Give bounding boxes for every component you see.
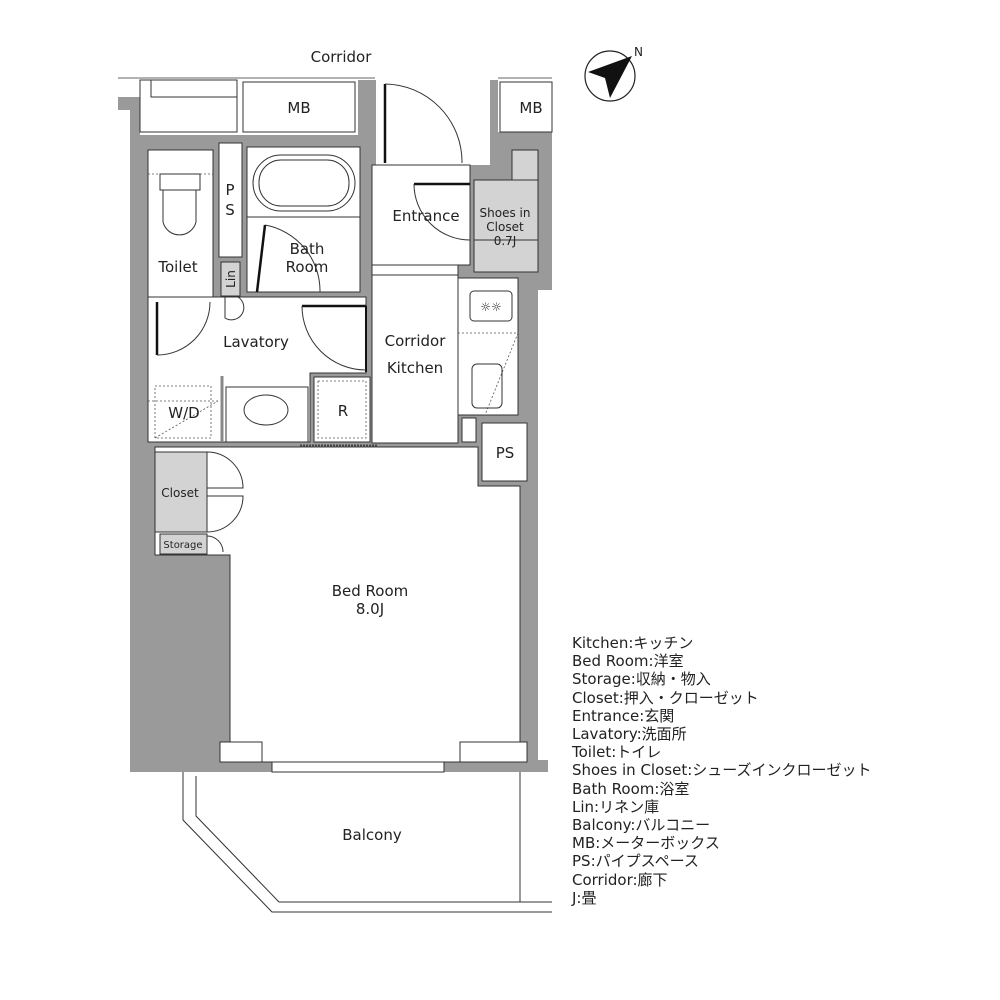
corridor-kitchen-label-1: Corridor	[385, 332, 447, 350]
shoes-closet-upper	[511, 149, 539, 181]
closet	[154, 451, 208, 533]
pipe-space-right	[481, 422, 528, 482]
compass-north-label: N	[634, 45, 643, 59]
legend-item: MB:メーターボックス	[572, 834, 720, 853]
ps-label-s: S	[225, 201, 235, 219]
refrigerator-label: R	[338, 402, 348, 420]
shoes-in-closet	[473, 179, 539, 273]
legend-item: PS:パイプスペース	[572, 852, 699, 871]
storage	[159, 533, 208, 555]
corridor-kitchen-label-2: Kitchen	[387, 359, 443, 377]
toilet-tank	[159, 173, 201, 191]
lin-label: Lin	[224, 270, 238, 288]
kitchen-counter	[457, 277, 519, 416]
bath-label-2: Room	[286, 258, 329, 276]
balcony-window[interactable]	[271, 761, 445, 773]
legend-item: Shoes in Closet:シューズインクローゼット	[572, 761, 872, 780]
corridor-label: Corridor	[311, 48, 373, 66]
sink-icon	[471, 363, 503, 409]
bath-door[interactable]	[255, 224, 267, 293]
legend-item: J:畳	[572, 888, 597, 907]
mb-right-label: MB	[519, 99, 542, 117]
ps-right-label: PS	[496, 444, 515, 462]
toilet-label: Toilet	[157, 258, 197, 276]
legend-item: Lavatory:洗面所	[572, 725, 687, 744]
refrigerator-outline	[317, 380, 367, 439]
legend-item: Entrance:玄関	[572, 706, 675, 725]
toilet-bowl-icon	[162, 190, 197, 236]
lavatory-door-arc	[301, 305, 367, 371]
shoes-label-1: Shoes in	[480, 206, 531, 220]
entrance-door-arc	[384, 83, 463, 164]
lavatory-room	[147, 296, 367, 443]
entrance-room	[371, 164, 471, 266]
ps-label-p: P	[225, 181, 234, 199]
balcony-label: Balcony	[342, 826, 402, 844]
compass-icon: N	[584, 45, 643, 102]
storage-door-arc	[206, 535, 224, 553]
corridor-kitchen	[371, 264, 459, 444]
burner-icon: ☼☼	[480, 300, 502, 314]
refrigerator-space	[313, 376, 371, 443]
toilet-door-arc	[156, 301, 211, 356]
bathtub-inner	[258, 159, 350, 207]
linen-closet	[220, 261, 241, 297]
closet-doors-icon[interactable]	[206, 451, 244, 533]
pipe-space-vertical	[218, 142, 243, 258]
washbasin-icon	[243, 394, 289, 426]
shoes-door-arc	[413, 183, 471, 241]
window-box-left	[219, 741, 263, 763]
bath-door-arc	[264, 224, 321, 293]
window-box-right	[459, 741, 528, 763]
storage-label: Storage	[163, 540, 202, 551]
legend-item: Bed Room:洋室	[572, 652, 684, 671]
washer-space	[154, 385, 212, 439]
mb-left-label: MB	[287, 99, 310, 117]
meter-box-left	[242, 81, 356, 133]
lavatory-label: Lavatory	[223, 333, 289, 351]
vanity	[225, 386, 309, 443]
legend: Kitchen:キッチン Bed Room:洋室 Storage:収納・物入 C…	[572, 634, 872, 907]
lin-door-arc	[224, 296, 245, 321]
stove-icon	[469, 290, 513, 322]
entrance-label: Entrance	[392, 207, 459, 225]
legend-item: Storage:収納・物入	[572, 670, 711, 689]
legend-item: Lin:リネン庫	[572, 797, 660, 816]
meter-box-right	[499, 81, 553, 133]
legend-item: Closet:押入・クローゼット	[572, 688, 759, 707]
shoes-label-2: Closet	[486, 220, 524, 234]
legend-item: Balcony:バルコニー	[572, 816, 711, 835]
legend-item: Toilet:トイレ	[572, 743, 662, 762]
shoes-label-3: 0.7J	[494, 234, 517, 248]
washer-dash	[154, 400, 219, 439]
exterior-box-inner	[150, 79, 238, 98]
balcony-outline	[182, 772, 552, 913]
bath-room	[246, 146, 361, 293]
bathtub-icon	[252, 154, 356, 212]
bedroom-label-1: Bed Room	[332, 582, 409, 600]
legend-item: Kitchen:キッチン	[572, 634, 694, 652]
legend-item: Corridor:廊下	[572, 870, 668, 889]
entrance-door-swing-area	[383, 84, 463, 164]
closet-label: Closet	[161, 486, 199, 500]
balcony-inner-outline	[195, 776, 552, 903]
bedroom-label-2: 8.0J	[356, 600, 384, 618]
bath-label-1: Bath	[290, 240, 325, 258]
washer-label: W/D	[168, 404, 199, 422]
kitchen-gap	[461, 417, 477, 443]
legend-item: Bath Room:浴室	[572, 779, 690, 798]
